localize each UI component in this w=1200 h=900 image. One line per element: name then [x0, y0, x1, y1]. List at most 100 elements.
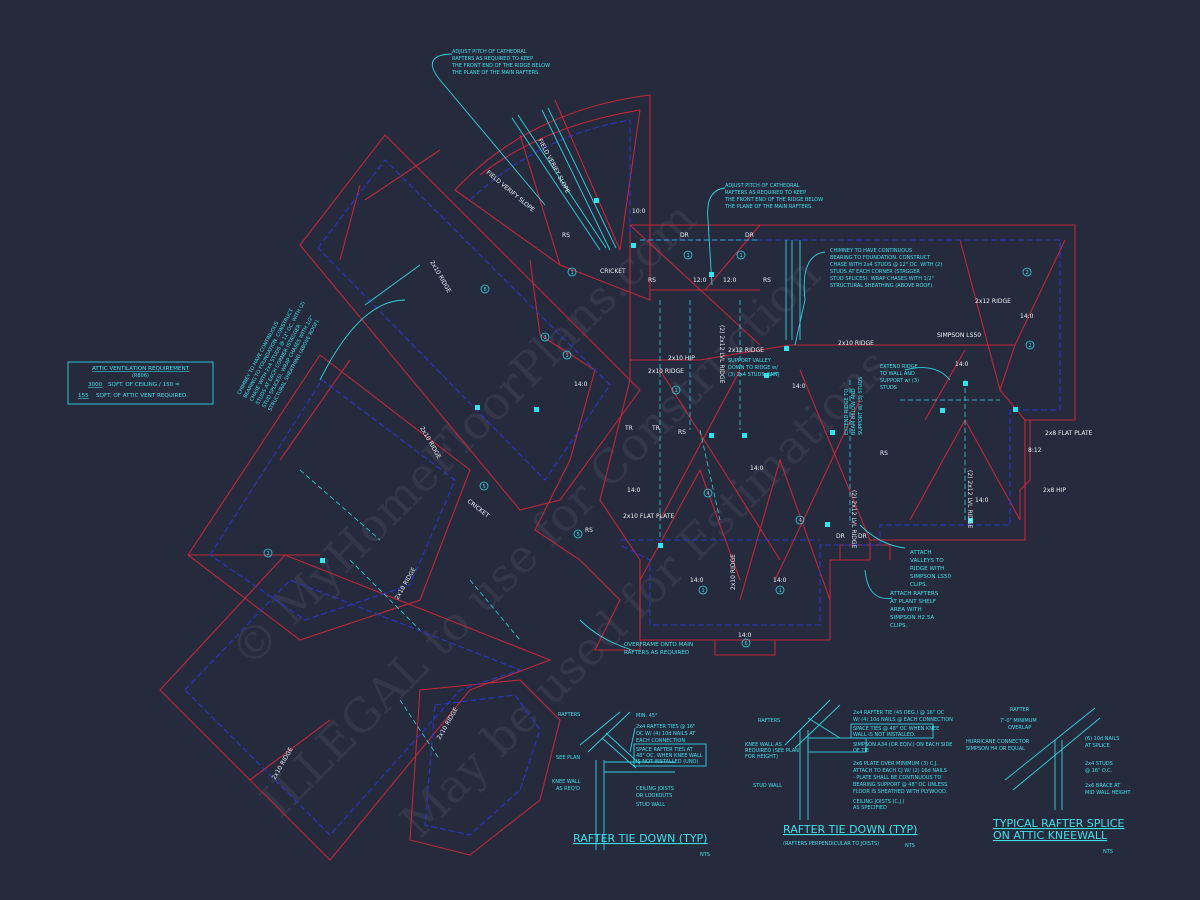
tag: 2 [267, 551, 270, 557]
label-rs-3: RS [763, 277, 771, 284]
detail-2-title: RAFTER TIE DOWN (TYP) [783, 823, 917, 836]
pitch-2: 14:0 [690, 577, 704, 584]
callout: SPACE TIES @ 48" OC WHEN KNEE [853, 726, 939, 732]
note-line: EXTEND RIDGE [880, 364, 918, 370]
label-ridge-2x10-b: 2x10 RIDGE [838, 340, 874, 347]
callout: RAFTERS [558, 712, 580, 718]
note-cathedral-mid: ADJUST PITCH OF CATHEDRAL RAFTERS AS REQ… [724, 183, 823, 210]
note-line: RAFTERS AS REQUIRED [624, 650, 689, 656]
callout: OC W/ (4) 10d NAILS AT [636, 731, 696, 737]
note-line: CHASE WITH 2x4 STUDS @ 12" OC. WITH (2) [830, 262, 942, 268]
pitch-5: 14:0 [750, 465, 764, 472]
note-line: ADJUST PITCH OF CATHEDRAL [452, 49, 527, 55]
note-cathedral-top: ADJUST PITCH OF CATHEDRAL RAFTERS AS REQ… [451, 49, 550, 76]
callout: 2x4 RAFTER TIE (45 DEG.) @ 16" OC [853, 710, 945, 716]
callout: WALL IS NOT INSTALLED. [853, 732, 916, 738]
pitch-9: 14:0 [975, 497, 989, 504]
note-line: ADJUST PITCH OF CATHEDRAL [725, 183, 800, 189]
note-line: RAFTERS AS REQUIRED TO KEEP [452, 56, 533, 62]
label-ridge-2x12: 2x12 RIDGE [728, 347, 764, 354]
ceiling-sqft: 3000 [88, 382, 103, 388]
callout: IS NOT INSTALLED (UNO) [636, 759, 698, 765]
callout: CEILING JOISTS (C.J.) [853, 799, 905, 805]
callout: 2x6 BRACE AT [1085, 783, 1121, 789]
note-line: BEAM BELOW AND [851, 388, 857, 435]
note-line: CLIPS. [890, 623, 908, 629]
label-field-verify-1: FIELD VERIFY SLOPE [485, 169, 536, 214]
detail-rafter-tie-down-1: RAFTERS MIN. 45° 2x4 RAFTER TIES @ 16" O… [552, 711, 710, 858]
note-line: STUD SPLICES). WRAP CHASES WITH 1/2" [830, 276, 934, 282]
tag: 2 [1026, 270, 1029, 276]
note-line: SUPPORT w/ (3) [880, 378, 919, 384]
callout: AS REQ'D [556, 786, 580, 792]
detail-3-scale: NTS [1103, 849, 1113, 855]
label-rs-2: RS [648, 277, 656, 284]
callout: 2x4 RAFTER TIES @ 16" [636, 724, 695, 730]
tag: 1 [779, 588, 782, 594]
note-line: THE FRONT END OF THE RIDGE BELOW [724, 197, 823, 203]
callout: OR LOOKOUTS [636, 793, 672, 799]
note-line: CLIPS. [910, 582, 928, 588]
tag: 1 [687, 253, 690, 259]
label-ridge-bottom: 2x10 RIDGE [730, 554, 737, 590]
note-line: STUDS AT EACH CORNER (STAGGER [830, 269, 920, 275]
note-line: BEARING TO FOUNDATION. CONSTRUCT [830, 255, 931, 261]
note-line: SUPPORT VALLEY [728, 358, 772, 364]
callout: MIN. 45° [636, 713, 658, 719]
callout: KNEE WALL AS [745, 742, 782, 748]
detail-3-title: TYPICAL RAFTER SPLICE [992, 817, 1124, 830]
pitch-4: 14:0 [738, 632, 752, 639]
tag: 5 [483, 484, 486, 490]
tag: 5 [577, 532, 580, 538]
attic-ventilation-code: (R806) [132, 373, 149, 379]
label-flat-plate-2x8: 2x8 FLAT PLATE [1045, 430, 1093, 437]
note-extend-ridge-beam: EXTEND RIDGE TO BEAM BELOW AND SUPPORT W… [844, 377, 864, 435]
vent-sqft: 155 [78, 393, 89, 399]
pitch-8: 14:0 [1020, 313, 1034, 320]
callout: 7'-0" MINIMUM [1000, 718, 1037, 724]
label-rs-6: RS [585, 527, 593, 534]
note-line: SIMPSON LS50 [910, 574, 952, 580]
pitch-12: 12:0 [723, 277, 737, 284]
note-line: VALLEYS TO [910, 558, 944, 564]
attic-ventilation-box: ATTIC VENTILATION REQUIREMENT (R806) 300… [67, 361, 214, 405]
label-dr-1: DR [680, 232, 689, 239]
callout: KNEE WALL [552, 779, 581, 785]
note-overframe: OVERFRAME ONTO MAIN RAFTERS AS REQUIRED [624, 642, 693, 656]
framing-members [299, 53, 1018, 761]
wall-lines [184, 119, 1061, 836]
tag: 3 [544, 335, 547, 341]
tag: 4 [799, 518, 802, 524]
note-line: RIDGE WITH [910, 566, 944, 572]
callout: 2x6 PLATE OVER MINIMUM (3) C.J. [853, 761, 938, 767]
label-simpson: SIMPSON LS50 [937, 332, 981, 339]
note-line: (3) 2x4 STUDS (MIN) [728, 372, 780, 378]
note-extend-ridge-wall: EXTEND RIDGE TO WALL AND SUPPORT w/ (3) … [879, 364, 919, 391]
attic-ventilation-title: ATTIC VENTILATION REQUIREMENT [92, 366, 190, 372]
label-hip-2x8: 2x8 HIP [1043, 487, 1066, 494]
label-rs-1: RS [562, 232, 570, 239]
pitch-10: 14:0 [627, 487, 641, 494]
callout: FLOOR IS SHEATHED WITH PLYWOOD. [853, 789, 948, 795]
callout: EACH CONNECTION [636, 738, 685, 744]
label-tr-2: TR [651, 425, 660, 432]
label-ridge-2x10-a: 2x10 RIDGE [648, 368, 684, 375]
label-ridge-left-5: 2x10 RIDGE [436, 706, 460, 741]
callout: ATTACH TO EACH CJ W/ (2) 16d NAILS [853, 768, 947, 774]
label-lvl-ridge-lower: (2) 2x12 LVL RIDGE [850, 490, 857, 549]
note-line: AT PLANT SHELF [890, 599, 936, 605]
callout: SPACE RAFTER TIES AT [636, 747, 694, 753]
callout: OF TIE [853, 748, 869, 754]
callout: - PLATE SHALL BE CONTINUOUS TO [853, 775, 941, 781]
note-line: ATTACH RAFTERS [890, 591, 939, 597]
note-attach-valleys: ATTACH VALLEYS TO RIDGE WITH SIMPSON LS5… [910, 550, 952, 588]
note-line: OVERFRAME ONTO MAIN [624, 642, 693, 648]
roof-outline [159, 94, 1076, 861]
pitch-14: 8:12 [1028, 447, 1042, 454]
note-line: DOWN TO RIDGE w/ [728, 365, 778, 371]
circle-tags: 1 1 1 1 1 1 1 2 2 2 3 4 4 5 5 6 6 [263, 250, 1035, 648]
note-support-valley: SUPPORT VALLEY DOWN TO RIDGE w/ (3) 2x4 … [728, 358, 780, 378]
callout: (6) 10d NAILS [1085, 736, 1119, 742]
callout: RAFTERS [758, 718, 780, 724]
callout: STUD WALL [636, 802, 665, 808]
